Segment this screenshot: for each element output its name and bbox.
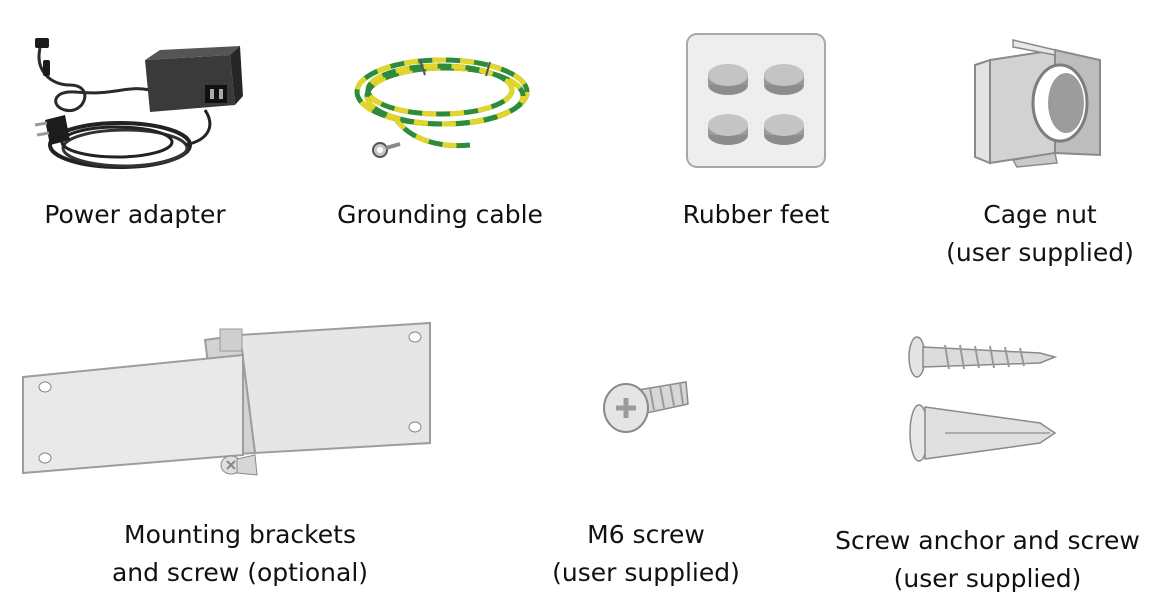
m6-screw-label: M6 screw (user supplied)	[552, 520, 740, 587]
screw-anchor-label: Screw anchor and screw (user supplied)	[835, 526, 1140, 593]
power-adapter-label: Power adapter	[44, 200, 226, 229]
mounting-brackets-label: Mounting brackets and screw (optional)	[111, 520, 369, 587]
rubber-feet-icon	[686, 33, 826, 168]
grounding-cable-label: Grounding cable	[337, 200, 543, 229]
grounding-cable-icon	[354, 57, 530, 158]
m6-screw-icon	[603, 381, 689, 433]
mounting-brackets-icon	[22, 321, 431, 476]
screw-anchor-icon	[908, 336, 1058, 462]
power-adapter-icon	[34, 38, 243, 169]
rubber-feet-label: Rubber feet	[682, 200, 830, 229]
cage-nut-icon	[974, 39, 1101, 168]
cage-nut-label: Cage nut (user supplied)	[946, 200, 1134, 267]
